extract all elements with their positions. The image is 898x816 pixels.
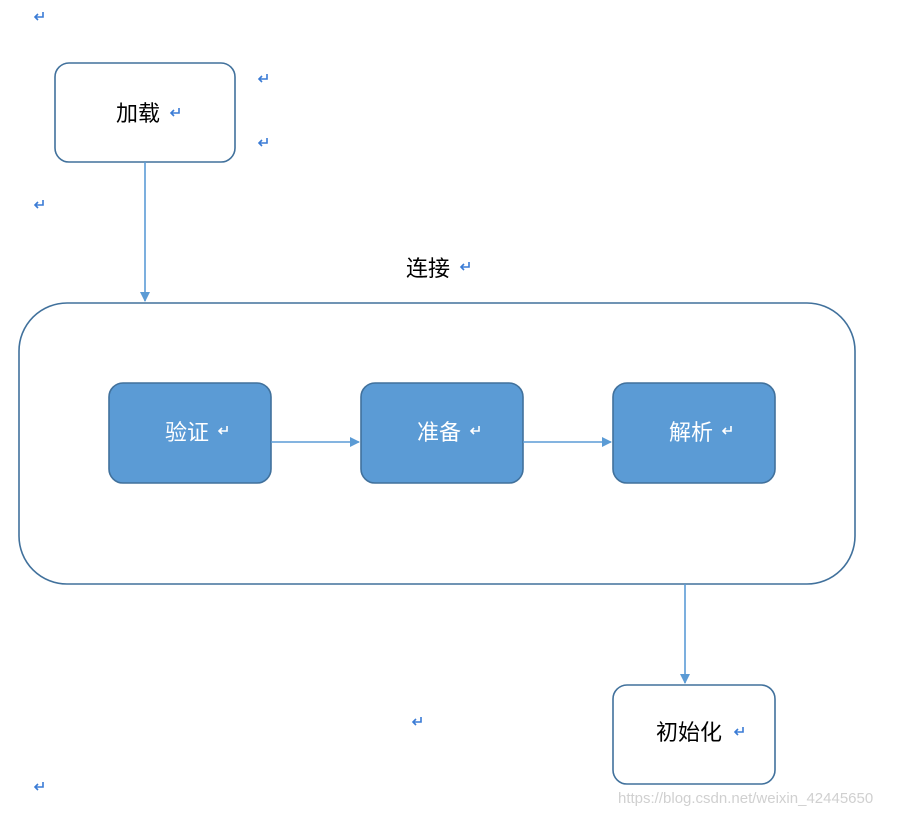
load-label: 加载	[116, 102, 160, 127]
paragraph-mark-icon	[34, 781, 44, 791]
prepare-label: 准备	[417, 421, 461, 446]
paragraph-mark-icon	[258, 73, 268, 83]
watermark-text: https://blog.csdn.net/weixin_42445650	[618, 790, 873, 807]
paragraph-mark-icon	[34, 199, 44, 209]
paragraph-mark-icon	[412, 716, 422, 726]
paragraph-mark-icon	[34, 11, 44, 21]
init-node: 初始化	[612, 684, 776, 785]
paragraph-mark-icon	[258, 137, 268, 147]
verify-label: 验证	[165, 421, 209, 446]
verify-node: 验证	[108, 382, 272, 484]
link-group-title: 连接	[406, 257, 450, 282]
prepare-node: 准备	[360, 382, 524, 484]
resolve-label: 解析	[669, 421, 713, 446]
load-node: 加载	[54, 62, 236, 163]
init-label: 初始化	[656, 721, 722, 746]
resolve-node: 解析	[612, 382, 776, 484]
paragraph-mark-icon	[460, 261, 470, 271]
